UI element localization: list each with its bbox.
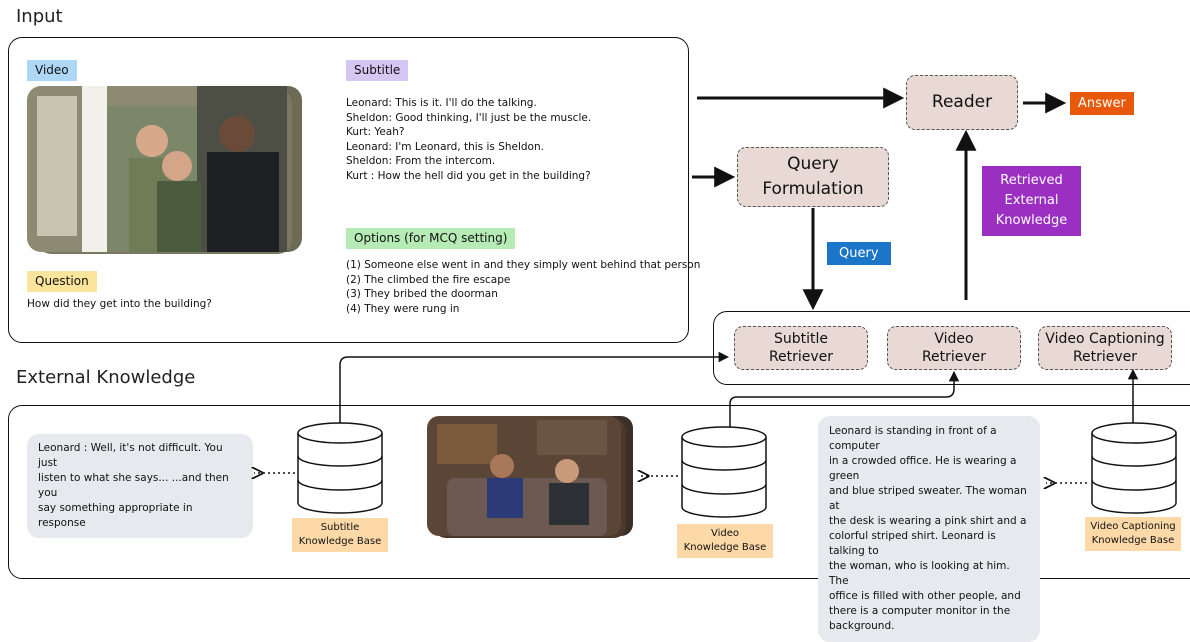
video-kb-frames bbox=[427, 416, 633, 538]
retriever-line: Retriever bbox=[768, 349, 834, 365]
retriever-line: Subtitle bbox=[773, 331, 829, 347]
video-database-icon bbox=[681, 426, 767, 518]
subtitle-tag: Subtitle bbox=[346, 60, 409, 81]
input-title: Input bbox=[16, 6, 63, 27]
caption-line: Leonard is standing in front of a comput… bbox=[829, 425, 997, 452]
caption-line: colorful striped shirt. Leonard is talki… bbox=[829, 530, 996, 557]
video-captioning-retriever-node: Video Captioning Retriever bbox=[1038, 326, 1172, 370]
caption-line: and blue striped sweater. The woman at bbox=[829, 485, 1027, 512]
subtitle-line: Sheldon: Good thinking, I'll just be the… bbox=[346, 111, 592, 124]
retrieved-line: External bbox=[1004, 193, 1059, 208]
question-text: How did they get into the building? bbox=[27, 298, 212, 310]
reader-node: Reader bbox=[906, 75, 1018, 130]
query-tag: Query bbox=[827, 242, 891, 265]
kb-label-line: Knowledge Base bbox=[683, 542, 767, 553]
kb-label-line: Knowledge Base bbox=[1091, 535, 1175, 546]
kb-label-line: Video Captioning bbox=[1090, 521, 1176, 532]
retrieved-line: Retrieved bbox=[1000, 173, 1063, 188]
connector-layer bbox=[0, 87, 1177, 518]
option-item: (4) They were rung in bbox=[346, 302, 460, 315]
retrieved-knowledge-tag: Retrieved External Knowledge bbox=[982, 166, 1081, 236]
video-retriever-node: Video Retriever bbox=[887, 326, 1021, 370]
video-frames bbox=[27, 86, 302, 254]
caption-line: the desk is wearing a pink shirt and a bbox=[829, 515, 1027, 527]
subtitle-retriever-node: Subtitle Retriever bbox=[734, 326, 868, 370]
retrieved-line: Knowledge bbox=[995, 213, 1068, 228]
subtitle-snippet-line: Leonard : Well, it's not difficult. You … bbox=[38, 442, 223, 469]
query-formulation-node: Query Formulation bbox=[737, 147, 889, 207]
subtitle-database-icon bbox=[297, 422, 383, 514]
caption-database-icon bbox=[1091, 422, 1177, 514]
retriever-line: Video Captioning bbox=[1045, 331, 1165, 347]
subtitle-line: Kurt : How the hell did you get in the b… bbox=[346, 169, 591, 182]
subtitle-line: Leonard: This is it. I'll do the talking… bbox=[346, 97, 537, 109]
question-tag: Question bbox=[27, 271, 97, 292]
subtitle-snippet-bubble: Leonard : Well, it's not difficult. You … bbox=[27, 434, 253, 538]
retriever-line: Video bbox=[934, 331, 974, 347]
caption-line: background. bbox=[829, 620, 895, 632]
video-frame-image bbox=[27, 86, 302, 254]
query-formulation-line: Formulation bbox=[762, 179, 864, 199]
subtitle-kb-label: Subtitle Knowledge Base bbox=[292, 518, 388, 552]
external-knowledge-title: External Knowledge bbox=[16, 367, 196, 388]
options-tag: Options (for MCQ setting) bbox=[346, 228, 516, 249]
caption-line: there is a computer monitor in the bbox=[829, 605, 1011, 617]
retriever-line: Retriever bbox=[921, 349, 987, 365]
caption-kb-label: Video Captioning Knowledge Base bbox=[1085, 517, 1181, 551]
kb-label-line: Subtitle bbox=[320, 522, 360, 533]
video-kb-frame-image bbox=[427, 416, 633, 538]
subtitle-line: Leonard: I'm Leonard, this is Sheldon. bbox=[346, 140, 544, 153]
video-kb-label: Video Knowledge Base bbox=[677, 524, 773, 558]
subtitle-line: Sheldon: From the intercom. bbox=[346, 155, 496, 167]
retriever-line: Retriever bbox=[1072, 349, 1138, 365]
option-item: (1) Someone else went in and they simply… bbox=[346, 259, 701, 271]
query-formulation-line: Query bbox=[787, 154, 839, 174]
caption-line: office is filled with other people, and bbox=[829, 590, 1021, 602]
answer-tag: Answer bbox=[1070, 92, 1134, 115]
subtitle-snippet-line: say something appropriate in response bbox=[38, 502, 193, 529]
subtitle-line: Kurt: Yeah? bbox=[346, 126, 405, 138]
kb-label-line: Video bbox=[710, 528, 740, 539]
option-item: (3) They bribed the doorman bbox=[346, 288, 498, 300]
kb-label-line: Knowledge Base bbox=[298, 536, 382, 547]
video-tag: Video bbox=[27, 60, 77, 81]
option-item: (2) The climbed the fire escape bbox=[346, 273, 511, 286]
options-list: (1) Someone else went in and they simply… bbox=[346, 258, 700, 316]
caption-line: in a crowded office. He is wearing a gre… bbox=[829, 455, 1017, 482]
subtitle-lines: Leonard: This is it. I'll do the talking… bbox=[346, 96, 591, 183]
subtitle-snippet-line: listen to what she says... ...and then y… bbox=[38, 472, 229, 499]
